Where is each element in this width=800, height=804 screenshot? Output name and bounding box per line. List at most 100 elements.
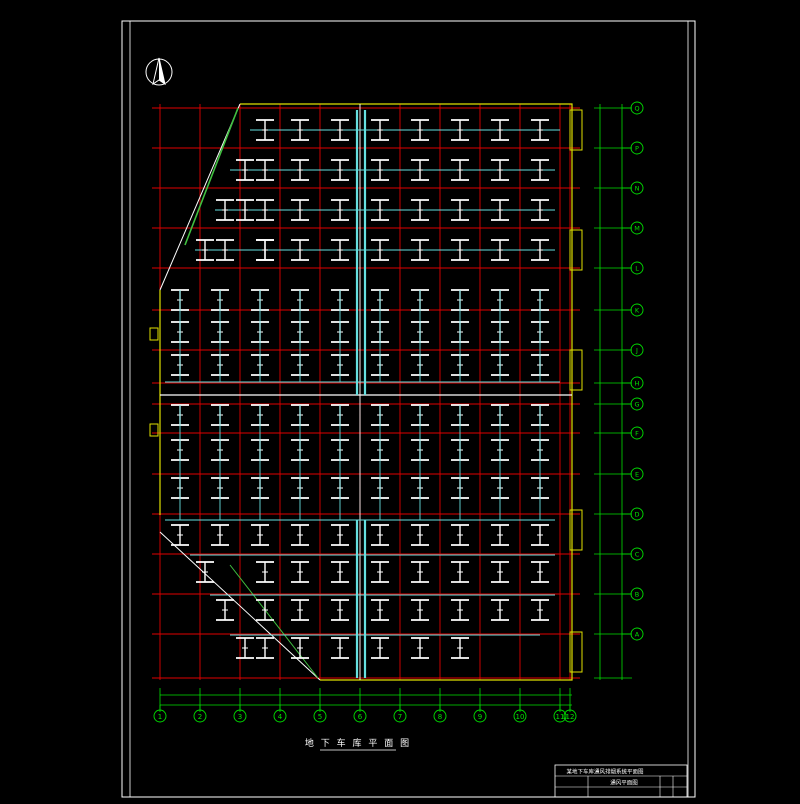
diffuser-unit (236, 637, 254, 659)
diffuser-unit (256, 159, 274, 181)
axis-bubble-y: M (622, 221, 644, 235)
axis-label-y: J (635, 347, 638, 355)
axis-bubble-y: K (622, 303, 644, 317)
ramp-bottom (229, 564, 319, 679)
axis-label-y: M (634, 225, 640, 233)
diffuser-unit (411, 199, 429, 221)
diffuser-unit (531, 239, 549, 261)
axis-label-y: B (635, 591, 639, 599)
axis-bubble-y: C (622, 547, 644, 561)
axis-label-y: N (635, 185, 640, 193)
axis-bubble-y: N (622, 181, 644, 195)
diffuser-unit (216, 199, 234, 221)
diffuser-unit (371, 159, 389, 181)
diffuser-unit (491, 159, 509, 181)
axis-bubble-x: 8 (433, 705, 447, 723)
axis-bubble-y: E (622, 467, 644, 481)
axis-bubble-y: P (622, 141, 644, 155)
diffuser-unit (291, 524, 309, 546)
axis-label-x: 4 (278, 713, 283, 721)
axis-label-y: C (635, 551, 640, 559)
axis-label-y: G (634, 401, 639, 409)
diffuser-unit (491, 524, 509, 546)
diffuser-unit (531, 199, 549, 221)
axis-label-x: 12 (566, 713, 575, 721)
axis-label-y: D (634, 511, 639, 519)
axis-bubble-x: 2 (193, 705, 207, 723)
building-outline (149, 103, 583, 681)
title-block: 某地下车库通风排烟系统平面图 通风平面图 (554, 764, 688, 798)
diffuser-unit (491, 199, 509, 221)
diffuser-unit (451, 524, 469, 546)
diffuser-unit (331, 599, 349, 621)
axis-bubble-x: 10 (513, 705, 527, 723)
diffuser-unit (331, 239, 349, 261)
diffuser-unit (291, 637, 309, 659)
axis-bubble-x: 12 (563, 705, 577, 723)
axis-label-x: 11 (556, 713, 565, 721)
diffuser-unit (531, 561, 549, 583)
titleblock-project: 某地下车库通风排烟系统平面图 (566, 768, 644, 776)
diffuser-unit (451, 119, 469, 141)
diffuser-unit (411, 637, 429, 659)
diffuser-unit (531, 524, 549, 546)
diffuser-unit (451, 239, 469, 261)
diffuser-unit (411, 524, 429, 546)
axis-label-x: 9 (478, 713, 482, 721)
diffuser-unit (531, 599, 549, 621)
axis-bubble-y: B (622, 587, 644, 601)
shaft (569, 631, 583, 673)
axis-bubble-x: 4 (273, 705, 287, 723)
diffuser-unit (251, 524, 269, 546)
diffuser-unit (331, 199, 349, 221)
shaft (569, 109, 583, 151)
axis-label-y: Q (634, 105, 639, 113)
diffuser-unit (216, 239, 234, 261)
diffuser-unit (371, 561, 389, 583)
axis-label-y: P (635, 145, 639, 153)
axis-bubble-y: L (622, 261, 644, 275)
axis-bubble-y: D (622, 507, 644, 521)
shaft (569, 229, 583, 271)
axis-label-y: H (635, 380, 640, 388)
diffuser-unit (291, 561, 309, 583)
axis-bubble-x: 7 (393, 705, 407, 723)
axis-label-x: 6 (358, 713, 363, 721)
diffuser-unit (411, 159, 429, 181)
axis-bubble-x: 6 (353, 705, 367, 723)
axis-label-x: 7 (398, 713, 402, 721)
diffuser-unit (371, 599, 389, 621)
drawing-title: 地 下 车 库 平 面 图 (305, 737, 411, 749)
diffuser-unit (236, 199, 254, 221)
axis-bubble-x: 1 (153, 705, 167, 723)
diffuser-unit (491, 239, 509, 261)
diffuser-unit (331, 119, 349, 141)
outline-diagonal-bottom (159, 531, 321, 681)
diffuser-unit (291, 239, 309, 261)
axis-label-y: F (635, 430, 639, 438)
axis-bubble-x: 5 (313, 705, 327, 723)
axis-bubble-x: 3 (233, 705, 247, 723)
shaft (569, 349, 583, 391)
axis-label-x: 3 (238, 713, 242, 721)
diffuser-unit (256, 599, 274, 621)
diffuser-unit (451, 599, 469, 621)
diffuser-unit (531, 159, 549, 181)
outline-wall (240, 103, 573, 681)
diffuser-unit (411, 119, 429, 141)
diffuser-unit (371, 119, 389, 141)
axis-bubble-x: 9 (473, 705, 487, 723)
axis-label-y: K (635, 307, 640, 315)
shaft (569, 509, 583, 551)
axis-bubble-y: F (622, 426, 644, 440)
diffuser-unit (291, 599, 309, 621)
diffuser-unit (451, 159, 469, 181)
axis-bubble-y: H (622, 376, 644, 390)
diffuser-unit (291, 199, 309, 221)
axis-bubble-x: 11 (553, 705, 567, 723)
diffuser-unit (491, 119, 509, 141)
titleblock-sheet-name: 通风平面图 (610, 779, 638, 787)
diffuser-unit (371, 637, 389, 659)
diffuser-unit (331, 561, 349, 583)
